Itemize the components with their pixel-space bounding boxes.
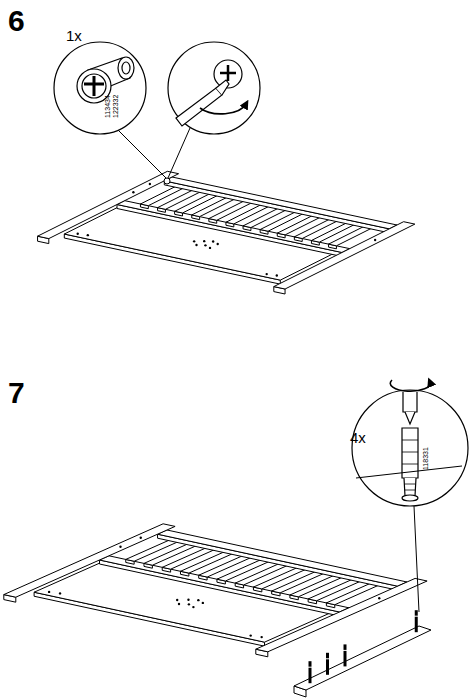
hole [48, 591, 50, 593]
dowel-groove [325, 658, 331, 659]
cam-lock-callout [54, 42, 146, 134]
hole [192, 606, 194, 608]
hole [193, 240, 195, 242]
step-number: 7 [8, 378, 25, 408]
quantity: 4x [350, 430, 366, 445]
frame-group [4, 524, 427, 657]
hole [77, 233, 79, 235]
screwdriver-callout [168, 42, 260, 134]
top-rail [158, 530, 407, 586]
end-post [274, 222, 415, 289]
dowel-callout [352, 380, 468, 506]
leader-line [414, 506, 419, 612]
rail [294, 626, 431, 690]
top-rail [164, 177, 397, 229]
part-number: 113434 [104, 95, 111, 118]
part-number: 122332 [112, 95, 119, 118]
hole [176, 599, 178, 601]
hole [217, 243, 219, 245]
hole [188, 603, 190, 605]
hole [202, 602, 204, 604]
hole [203, 240, 205, 242]
hole [374, 239, 376, 241]
hole [250, 634, 252, 636]
dowel-groove [307, 667, 313, 668]
leader-line [168, 128, 190, 178]
leader-line [118, 130, 166, 178]
hole [178, 603, 180, 605]
hole [187, 599, 189, 601]
dowel [309, 661, 312, 683]
hole [276, 274, 278, 276]
end-post [38, 171, 179, 238]
part-number: 118331 [422, 447, 429, 470]
dowel [415, 610, 418, 632]
hole [197, 599, 199, 601]
hole [195, 244, 197, 246]
hole [59, 592, 61, 594]
hole [209, 247, 211, 249]
dowel-groove [413, 616, 419, 617]
step-number: 6 [8, 6, 25, 36]
dowel-groove [342, 650, 348, 651]
hole [212, 240, 214, 242]
hole [149, 183, 151, 185]
frame-group [38, 171, 415, 294]
hole [260, 636, 262, 638]
hole [266, 273, 268, 275]
top-rail-side [164, 181, 389, 233]
hole [204, 244, 206, 246]
quantity: 1x [66, 28, 82, 43]
dowel [344, 644, 347, 666]
fitting-point [164, 178, 170, 184]
hole [140, 537, 142, 539]
hole [132, 191, 134, 193]
dowel [326, 653, 329, 675]
top-rail-side [158, 534, 398, 590]
hole [378, 597, 380, 599]
hole [119, 546, 121, 548]
hole [87, 234, 89, 236]
detached-rail [294, 610, 431, 697]
end-post [4, 524, 175, 597]
